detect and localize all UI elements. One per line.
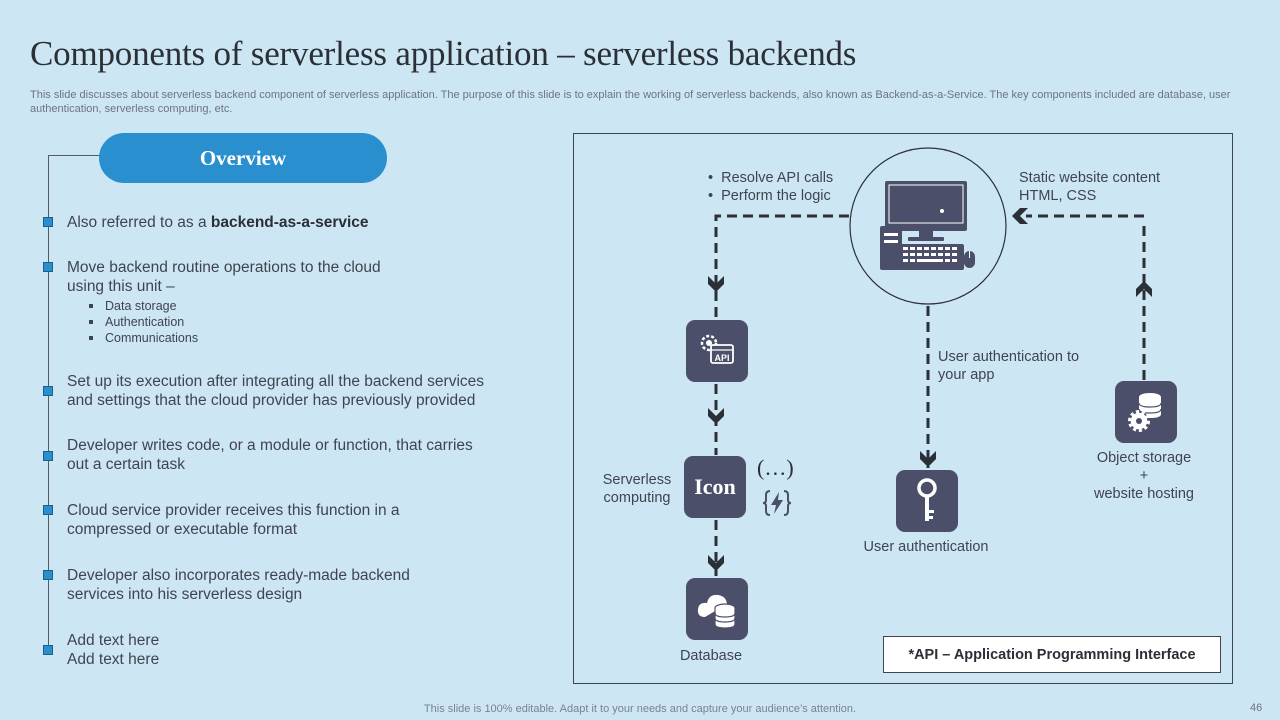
item-bold-text: backend-as-a-service bbox=[210, 214, 369, 231]
api-legend: *API – Application Programming Interface bbox=[883, 636, 1221, 673]
footer-note: This slide is 100% editable. Adapt it to… bbox=[423, 703, 857, 715]
icon-placeholder-text: Icon bbox=[694, 474, 736, 499]
timeline-bullet bbox=[43, 262, 53, 272]
object-storage-line: + bbox=[1139, 468, 1149, 484]
user-auth-note: User authentication to your app bbox=[938, 348, 1079, 384]
sub-item: Data storage bbox=[67, 298, 402, 314]
timeline-bullet bbox=[43, 386, 53, 396]
slide-subtitle: This slide discusses about serverless ba… bbox=[30, 89, 1231, 115]
database-label: Database bbox=[679, 648, 743, 664]
overview-item: Cloud service provider receives this fun… bbox=[67, 502, 400, 538]
arrow-head-left bbox=[1012, 208, 1028, 224]
static-content-line: HTML, CSS bbox=[1019, 188, 1097, 204]
object-storage-line: Object storage bbox=[1096, 450, 1192, 466]
user-authentication-label: User authentication bbox=[863, 539, 989, 555]
item-text: Add text here bbox=[67, 651, 160, 668]
api-bullets: • Resolve API calls • Perform the logic bbox=[708, 169, 833, 205]
overview-heading: Overview bbox=[99, 133, 387, 183]
database-cloud-icon bbox=[686, 578, 748, 640]
arrow-head-down bbox=[920, 451, 936, 467]
api-legend-text: *API – Application Programming Interface bbox=[908, 646, 1196, 663]
api-bullet-item: • Perform the logic bbox=[708, 188, 831, 204]
api-gear-icon: API bbox=[686, 320, 748, 382]
item-text: Add text here bbox=[67, 632, 160, 649]
api-tile-text: API bbox=[714, 353, 729, 363]
static-content-label: Static website content HTML, CSS bbox=[1019, 169, 1160, 205]
compute-icon-tile: Icon bbox=[684, 456, 746, 518]
overview-item: Add text here Add text here bbox=[67, 631, 267, 669]
arrow-head-down bbox=[708, 555, 724, 571]
arrow-head-down bbox=[708, 408, 724, 424]
key-icon bbox=[896, 470, 958, 532]
timeline-connector bbox=[48, 155, 100, 156]
api-bullet-text: Resolve API calls bbox=[721, 170, 834, 186]
arrow-head-down bbox=[708, 276, 724, 292]
static-content-line: Static website content bbox=[1019, 170, 1161, 186]
overview-heading-text: Overview bbox=[199, 145, 287, 170]
api-bullet-text: Perform the logic bbox=[721, 188, 831, 204]
overview-item: Move backend routine operations to the c… bbox=[67, 258, 402, 346]
overview-item: Set up its execution after integrating a… bbox=[67, 373, 485, 409]
computer-icon bbox=[880, 181, 975, 270]
sub-item: Authentication bbox=[67, 314, 402, 330]
overview-item: Also referred to as a backend-as-a-servi… bbox=[67, 213, 507, 232]
lambda-function-icon bbox=[761, 487, 793, 524]
api-bullet-item: • Resolve API calls bbox=[708, 170, 834, 186]
sub-list: Data storage Authentication Communicatio… bbox=[67, 298, 402, 346]
timeline-bullet bbox=[43, 570, 53, 580]
ellipsis-symbol: (…) bbox=[757, 455, 794, 480]
timeline-bullet bbox=[43, 217, 53, 227]
item-text: Also referred to as a bbox=[67, 214, 211, 231]
page-number: 46 bbox=[1250, 702, 1263, 714]
timeline-bullet bbox=[43, 451, 53, 461]
arrow-head-up bbox=[1136, 281, 1152, 297]
user-auth-note-line: your app bbox=[938, 367, 995, 383]
connector-computer-to-api bbox=[714, 214, 849, 318]
timeline-bullet bbox=[43, 505, 53, 515]
overview-item: Developer writes code, or a module or fu… bbox=[67, 437, 473, 473]
slide-title: Components of serverless application – s… bbox=[30, 34, 857, 73]
sub-item: Communications bbox=[67, 330, 402, 346]
serverless-computing-label: Serverless computing bbox=[592, 471, 682, 507]
object-storage-line: website hosting bbox=[1094, 486, 1194, 502]
serverless-line: computing bbox=[603, 490, 671, 506]
overview-item: Developer also incorporates ready-made b… bbox=[67, 567, 410, 603]
serverless-line: Serverless bbox=[602, 472, 672, 488]
object-storage-label: Object storage + website hosting bbox=[1074, 449, 1214, 503]
timeline-bullet bbox=[43, 645, 53, 655]
timeline-line bbox=[48, 155, 49, 651]
item-text: Move backend routine operations to the c… bbox=[67, 259, 381, 295]
user-auth-note-line: User authentication to bbox=[938, 349, 1080, 365]
storage-gear-icon bbox=[1115, 381, 1177, 443]
diagram-frame bbox=[573, 133, 1233, 684]
